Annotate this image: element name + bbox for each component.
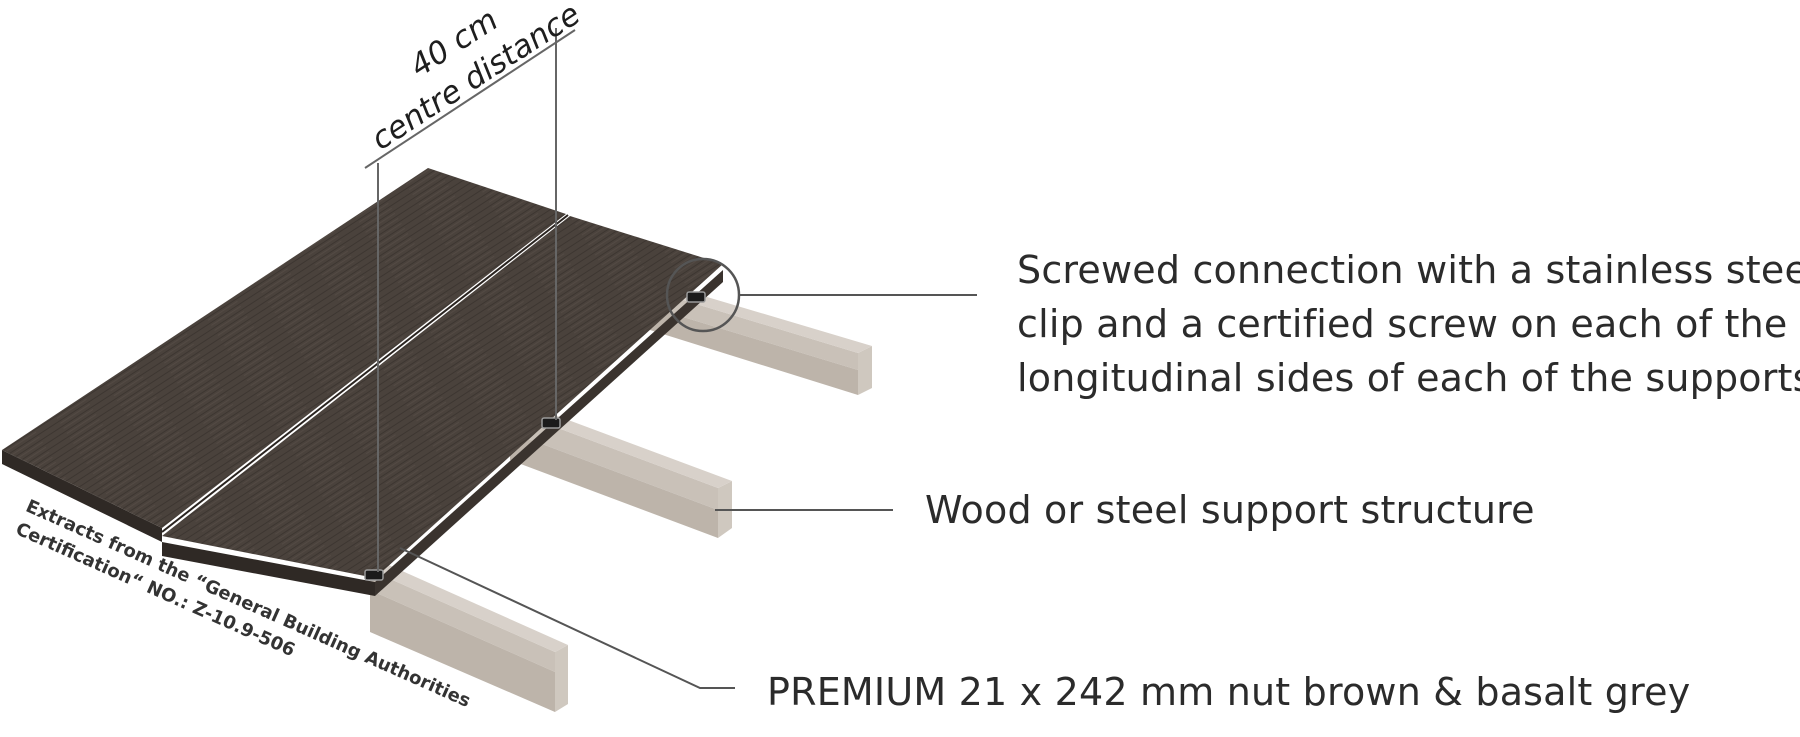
support-beams — [370, 283, 872, 712]
dimension-bar — [364, 29, 576, 169]
callout-clip-line-1: Screwed connection with a stainless stee… — [1017, 248, 1800, 292]
callout-board-text: PREMIUM 21 x 242 mm nut brown & basalt g… — [767, 670, 1691, 714]
leader-lines — [399, 294, 977, 689]
decking-boards — [2, 168, 723, 596]
support-beam-front — [370, 562, 568, 712]
callout-clip-line-3: longitudinal sides of each of the suppor… — [1017, 356, 1800, 400]
decking-board-right — [162, 216, 723, 596]
decking-board-left — [2, 168, 566, 542]
clip-icon — [686, 291, 706, 303]
clips — [364, 291, 706, 581]
callout-clip-connection: Screwed connection with a stainless stee… — [1017, 243, 1800, 405]
dimension-lines — [364, 28, 576, 572]
callout-support-text: Wood or steel support structure — [925, 488, 1535, 532]
callout-clip-line-2: clip and a certified screw on each of th… — [1017, 302, 1788, 346]
clip-icon — [541, 417, 561, 429]
leader-board — [399, 547, 735, 689]
decking-diagram — [2, 28, 977, 712]
clip-icon — [364, 569, 384, 581]
callout-support-structure: Wood or steel support structure — [925, 483, 1535, 537]
callout-board-spec: PREMIUM 21 x 242 mm nut brown & basalt g… — [767, 665, 1690, 719]
